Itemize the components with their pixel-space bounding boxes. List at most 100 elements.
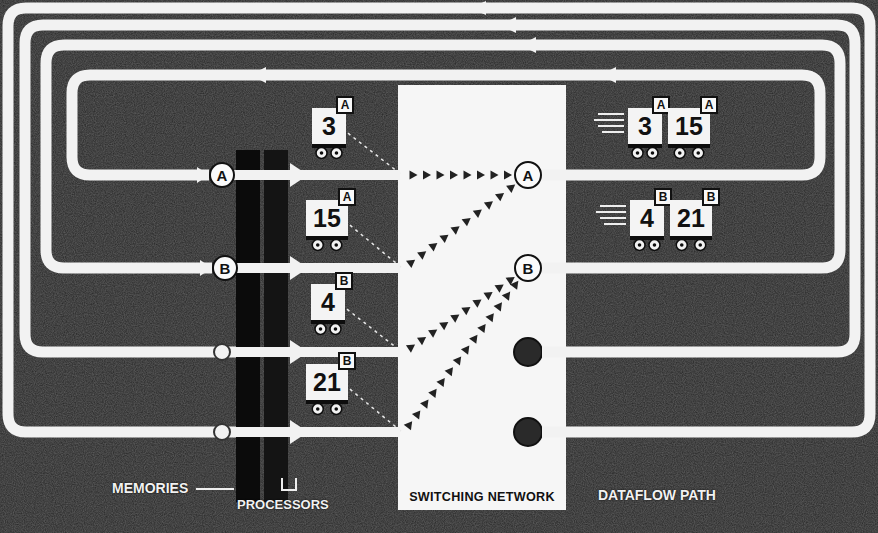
dotted-arrowhead [420,400,428,409]
wheel [331,240,342,251]
token-value: 3 [638,114,652,139]
dataflow-path [25,25,855,352]
memory-bar [236,150,260,502]
wheel [331,148,342,159]
processor-line [232,347,400,357]
idle-port [514,418,542,446]
cart-base [306,400,348,404]
node-letter: B [220,261,231,276]
dotted-arrowhead [464,171,472,180]
node-circle: A [514,161,542,189]
wheel-hub [653,243,657,247]
processor-line [232,427,400,437]
dataflow-loops [8,1,870,432]
part-label: DATAFLOW PATH [598,487,716,503]
processor-arrow [290,256,308,280]
wheel [331,404,342,415]
dataflow-path [8,8,870,432]
token-card: 4B [630,200,664,236]
dotted-arrowhead [506,185,515,193]
dotted-arrowhead [410,171,418,180]
wheel [693,148,704,159]
bracket [282,478,296,490]
wheel [330,324,341,335]
cart-base [630,236,664,240]
dotted-arrowhead [485,313,493,322]
processor-bar [264,150,288,502]
node-letter: A [343,191,352,203]
dotted-arrowhead [484,201,493,209]
dotted-arrowhead [450,314,459,322]
node-letter: A [217,168,228,183]
dotted-arrowhead [491,171,499,180]
node-circle: B [514,254,542,282]
dotted-arrowhead [483,292,492,300]
dotted-arrowhead [412,410,420,419]
token-card: 3A [628,108,662,144]
speed-lines [594,114,626,224]
node-letter: A [341,99,350,111]
token-card: 3A [312,108,346,144]
dotted-arrowhead [477,324,485,333]
dotted-arrowhead [453,356,461,365]
dotted-arrowhead [450,171,458,180]
token-value: 15 [313,206,341,231]
dotted-arrowhead [472,299,481,307]
connector [46,37,840,276]
dotted-arrowhead [417,337,426,345]
dotted-arrowhead [502,292,510,301]
cart-base [306,236,348,240]
dotted-arrowhead [439,322,448,330]
cart-base [628,144,662,148]
wheel-hub [316,407,320,411]
dotted-route [350,389,402,432]
wheel [312,240,323,251]
cart-wheels [670,236,712,252]
flow-arrowhead [470,1,486,15]
dotted-arrowhead [495,193,504,201]
wheel [676,240,687,251]
wheel [316,148,327,159]
dotted-arrowhead [510,281,518,290]
wheel-hub [320,151,324,155]
token-card: 15A [668,108,710,144]
cart-wheels [306,236,348,252]
wheel-hub [638,243,642,247]
node-letter: B [343,355,352,367]
wheel-hub [680,243,684,247]
wheel-hub [698,243,702,247]
cart-wheels [630,236,664,252]
dotted-arrowhead [494,302,502,311]
wheel-hub [319,327,323,331]
processor-arrow [290,163,308,187]
dotted-arrowhead [406,344,415,352]
wheel-hub [678,151,682,155]
token-card: 21B [306,364,348,400]
dotted-arrowhead [461,346,469,355]
flow-arrowhead [600,67,616,83]
arrowhead [197,167,209,183]
dotted-arrowhead [436,378,444,387]
destination-tag: B [335,272,353,290]
node-letter: A [705,99,714,111]
destination-tag: B [338,352,356,370]
dotted-arrowhead [495,284,504,292]
wheel [315,324,326,335]
processor-outputs [214,163,400,444]
loop-port [214,344,230,360]
node-circle: B [212,255,238,281]
dotted-arrowhead [504,171,512,180]
flow-arrowhead [520,37,536,53]
dotted-arrowhead [428,329,437,337]
dotted-route [348,133,402,175]
node-letter: A [523,168,534,183]
wheel [647,148,658,159]
wheel [312,404,323,415]
token-value: 4 [321,290,335,315]
token-value: 4 [640,206,654,231]
dotted-arrowhead [461,307,470,315]
token-card: 21B [670,200,712,236]
cart-base [312,144,346,148]
